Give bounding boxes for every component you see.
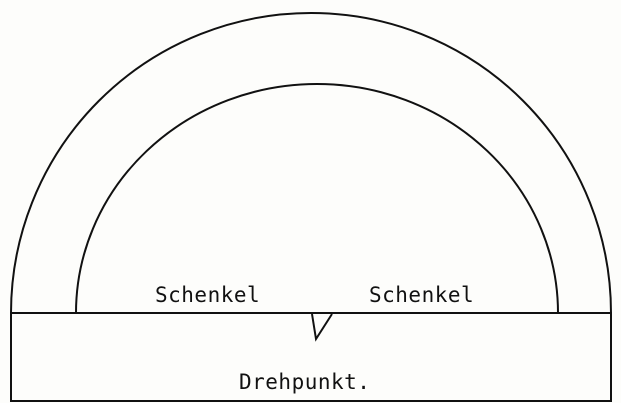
pivot-pointer (311, 313, 333, 342)
right-arm-label: Schenkel (369, 283, 474, 307)
inner-arc (75, 83, 559, 314)
base-bar (10, 312, 612, 402)
pivot-label: Drehpunkt. (239, 370, 370, 394)
outer-arc (10, 12, 612, 314)
left-arm-label: Schenkel (155, 283, 260, 307)
